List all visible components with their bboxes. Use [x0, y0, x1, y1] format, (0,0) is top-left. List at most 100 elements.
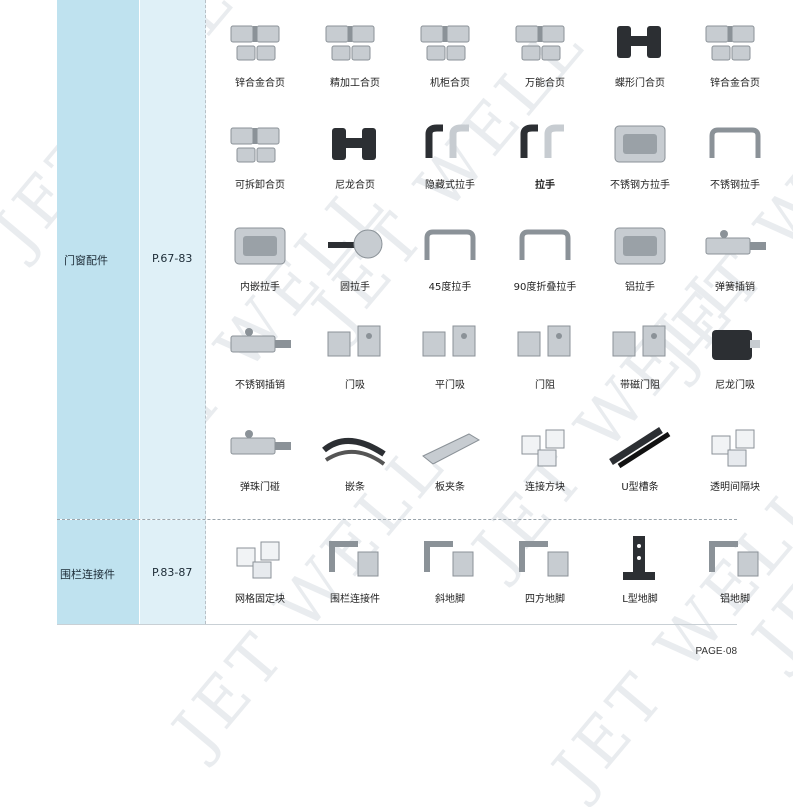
- product-image: [698, 318, 772, 370]
- product-item: 可拆卸合页: [210, 118, 310, 191]
- product-label: 拉手: [535, 180, 555, 191]
- product-image: [413, 220, 487, 272]
- product-label: 板夹条: [435, 482, 465, 493]
- product-image: [318, 532, 392, 584]
- product-item: 不锈钢拉手: [685, 118, 785, 191]
- product-image: [318, 318, 392, 370]
- product-label: 门阻: [535, 380, 555, 391]
- product-label: 嵌条: [345, 482, 365, 493]
- product-label: 尼龙门吸: [715, 380, 755, 391]
- product-label: 铝拉手: [625, 282, 655, 293]
- product-image: [603, 318, 677, 370]
- product-item: 隐藏式拉手: [400, 118, 500, 191]
- product-item: 四方地脚: [495, 532, 595, 605]
- product-image: [413, 532, 487, 584]
- category-label-doors: 门窗配件: [64, 254, 108, 267]
- page-column-doors: [139, 0, 206, 519]
- product-image: [603, 16, 677, 68]
- product-image: [698, 420, 772, 472]
- product-image: [603, 420, 677, 472]
- category-column-fence: [57, 520, 139, 624]
- product-label: 连接方块: [525, 482, 565, 493]
- product-image: [223, 16, 297, 68]
- product-label: 锌合金合页: [235, 78, 285, 89]
- product-image: [603, 118, 677, 170]
- product-item: 门吸: [305, 318, 405, 391]
- product-label: U型槽条: [621, 482, 659, 493]
- product-item: 精加工合页: [305, 16, 405, 89]
- product-item: 尼龙门吸: [685, 318, 785, 391]
- product-item: 拉手: [495, 118, 595, 191]
- product-label: 弹簧插销: [715, 282, 755, 293]
- product-item: 板夹条: [400, 420, 500, 493]
- product-image: [223, 420, 297, 472]
- product-image: [508, 532, 582, 584]
- product-label: 铝地脚: [720, 594, 750, 605]
- product-image: [508, 16, 582, 68]
- product-item: 圆拉手: [305, 220, 405, 293]
- product-item: 斜地脚: [400, 532, 500, 605]
- column-divider: [205, 0, 206, 624]
- product-image: [223, 220, 297, 272]
- product-label: 机柜合页: [430, 78, 470, 89]
- product-image: [223, 118, 297, 170]
- product-item: 连接方块: [495, 420, 595, 493]
- product-image: [698, 118, 772, 170]
- product-item: 内嵌拉手: [210, 220, 310, 293]
- product-item: 90度折叠拉手: [495, 220, 595, 293]
- product-item: 透明间隔块: [685, 420, 785, 493]
- product-item: U型槽条: [590, 420, 690, 493]
- product-label: 透明间隔块: [710, 482, 760, 493]
- product-image: [413, 16, 487, 68]
- product-label: 平门吸: [435, 380, 465, 391]
- product-image: [318, 420, 392, 472]
- product-label: 不锈钢拉手: [710, 180, 760, 191]
- product-image: [698, 532, 772, 584]
- product-item: 围栏连接件: [305, 532, 405, 605]
- product-item: 带磁门阻: [590, 318, 690, 391]
- product-image: [603, 220, 677, 272]
- product-item: 锌合金合页: [685, 16, 785, 89]
- product-label: 围栏连接件: [330, 594, 380, 605]
- product-image: [223, 532, 297, 584]
- page-range-fence: P.83-87: [152, 566, 193, 579]
- product-label: 尼龙合页: [335, 180, 375, 191]
- product-label: 万能合页: [525, 78, 565, 89]
- product-item: 门阻: [495, 318, 595, 391]
- product-label: 不锈钢方拉手: [610, 180, 670, 191]
- page-range-doors: P.67-83: [152, 252, 193, 265]
- category-column-doors: [57, 0, 139, 519]
- product-label: 斜地脚: [435, 594, 465, 605]
- product-item: 蝶形门合页: [590, 16, 690, 89]
- product-label: 蝶形门合页: [615, 78, 665, 89]
- product-item: 铝地脚: [685, 532, 785, 605]
- product-item: 平门吸: [400, 318, 500, 391]
- product-item: 锌合金合页: [210, 16, 310, 89]
- product-label: 不锈钢插销: [235, 380, 285, 391]
- product-image: [223, 318, 297, 370]
- page-number: PAGE·08: [695, 646, 738, 657]
- product-image: [318, 16, 392, 68]
- product-image: [508, 118, 582, 170]
- product-label: 锌合金合页: [710, 78, 760, 89]
- product-label: 圆拉手: [340, 282, 370, 293]
- product-label: L型地脚: [622, 594, 658, 605]
- product-label: 45度拉手: [428, 282, 472, 293]
- product-label: 带磁门阻: [620, 380, 660, 391]
- product-item: 嵌条: [305, 420, 405, 493]
- product-label: 隐藏式拉手: [425, 180, 475, 191]
- product-image: [318, 118, 392, 170]
- product-image: [508, 220, 582, 272]
- product-image: [413, 118, 487, 170]
- product-item: 45度拉手: [400, 220, 500, 293]
- bottom-divider: [57, 624, 737, 625]
- product-image: [413, 318, 487, 370]
- product-label: 90度折叠拉手: [513, 282, 577, 293]
- product-label: 门吸: [345, 380, 365, 391]
- product-item: 尼龙合页: [305, 118, 405, 191]
- product-item: 网格固定块: [210, 532, 310, 605]
- product-image: [698, 220, 772, 272]
- product-image: [698, 16, 772, 68]
- product-label: 内嵌拉手: [240, 282, 280, 293]
- product-item: 弹簧插销: [685, 220, 785, 293]
